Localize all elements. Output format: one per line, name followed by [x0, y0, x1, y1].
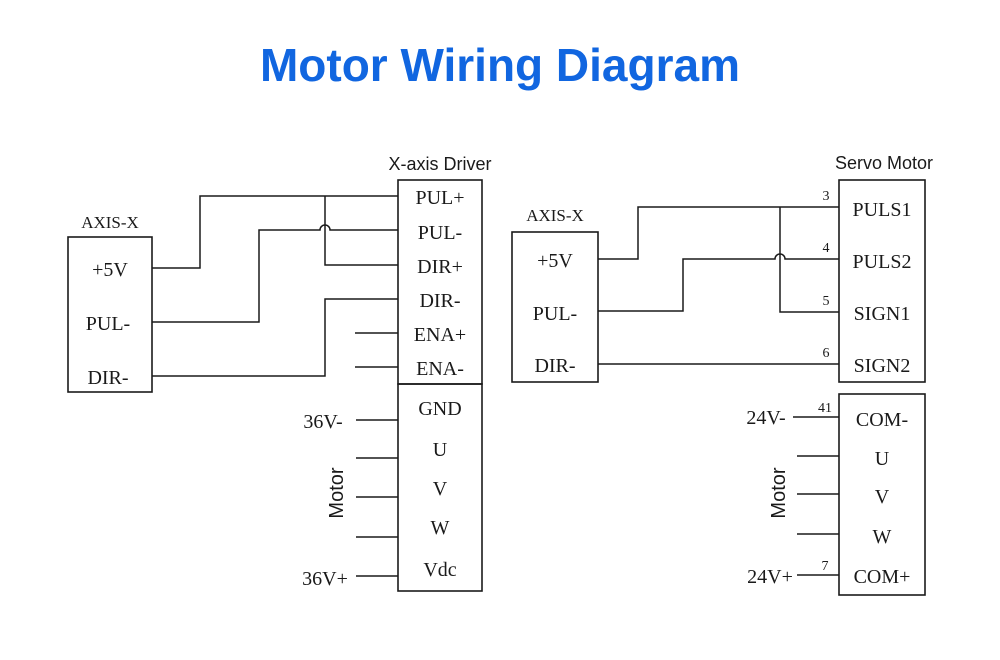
- servo-pin-5: 5: [823, 294, 830, 309]
- right-servo: Servo Motor PULS1 PULS2 SIGN1 SIGN2 3 4 …: [818, 153, 933, 596]
- wire-pul-minus-to-puls2: [598, 253, 839, 312]
- servo-terminal-puls2: PULS2: [853, 251, 912, 273]
- left-axis-terminal-5v: +5V: [92, 259, 128, 281]
- driver-terminal-pul-minus: PUL-: [418, 222, 462, 244]
- servo-signal-box: [838, 179, 926, 383]
- servo-terminal-com-plus: COM+: [854, 566, 911, 588]
- left-axis-box: [67, 236, 153, 393]
- left-axis-title: AXIS-X: [81, 213, 139, 232]
- driver-terminal-gnd: GND: [418, 398, 461, 420]
- servo-terminal-sign2: SIGN2: [854, 355, 911, 377]
- servo-terminal-sign1: SIGN1: [854, 303, 911, 325]
- left-driver-power-box: [397, 383, 483, 592]
- left-axis-controller: AXIS-X +5V PUL- DIR-: [67, 213, 153, 393]
- right-axis-controller: AXIS-X +5V PUL- DIR-: [511, 206, 599, 383]
- right-axis-box: [511, 231, 599, 383]
- right-motor-label: Motor: [768, 467, 790, 518]
- wire-dir-minus: [152, 298, 398, 377]
- wire-5v-to-puls1: [598, 206, 839, 260]
- servo-terminal-puls1: PULS1: [853, 199, 912, 221]
- right-axis-title: AXIS-X: [526, 206, 584, 225]
- left-driver-signal-box: [397, 179, 483, 385]
- driver-terminal-dir-plus: DIR+: [417, 256, 463, 278]
- driver-terminal-vdc: Vdc: [423, 559, 456, 581]
- driver-terminal-ena-plus: ENA+: [414, 324, 466, 346]
- left-wires: [152, 195, 398, 577]
- servo-title: Servo Motor: [835, 153, 933, 173]
- servo-terminal-w: W: [873, 526, 892, 548]
- page-title: Motor Wiring Diagram: [259, 39, 741, 91]
- servo-terminal-u: U: [875, 448, 890, 470]
- left-supply-plus-label: 36V+: [302, 568, 348, 590]
- servo-pin-7: 7: [822, 559, 829, 574]
- right-axis-terminal-dir-minus: DIR-: [534, 355, 575, 377]
- servo-pin-6: 6: [823, 346, 830, 361]
- right-axis-terminal-pul-minus: PUL-: [533, 303, 577, 325]
- servo-pin-41: 41: [818, 401, 832, 416]
- wire-5v-to-pul-plus: [152, 195, 398, 269]
- servo-terminal-v: V: [875, 486, 890, 508]
- right-axis-terminal-5v: +5V: [537, 250, 573, 272]
- left-supply-minus-label: 36V-: [303, 411, 342, 433]
- driver-terminal-ena-minus: ENA-: [416, 358, 464, 380]
- left-driver-title: X-axis Driver: [388, 154, 491, 174]
- left-driver: X-axis Driver PUL+ PUL- DIR+ DIR- ENA+ E…: [388, 154, 492, 592]
- servo-terminal-com-minus: COM-: [856, 409, 908, 431]
- right-supply-plus-label: 24V+: [747, 566, 793, 588]
- right-wires: [598, 206, 839, 576]
- wire-pul-minus: [152, 224, 398, 323]
- left-axis-terminal-pul-minus: PUL-: [86, 313, 130, 335]
- wire-5v-to-dir-plus: [324, 196, 398, 266]
- driver-terminal-u: U: [433, 439, 448, 461]
- left-axis-terminal-dir-minus: DIR-: [87, 367, 128, 389]
- right-supply-minus-label: 24V-: [746, 407, 785, 429]
- driver-terminal-dir-minus: DIR-: [419, 290, 460, 312]
- left-motor-label: Motor: [326, 467, 348, 518]
- servo-pin-4: 4: [823, 241, 830, 256]
- driver-terminal-pul-plus: PUL+: [415, 187, 464, 209]
- servo-pin-3: 3: [823, 189, 830, 204]
- driver-terminal-v: V: [433, 478, 448, 500]
- driver-terminal-w: W: [431, 517, 450, 539]
- wire-5v-to-sign1: [779, 207, 839, 313]
